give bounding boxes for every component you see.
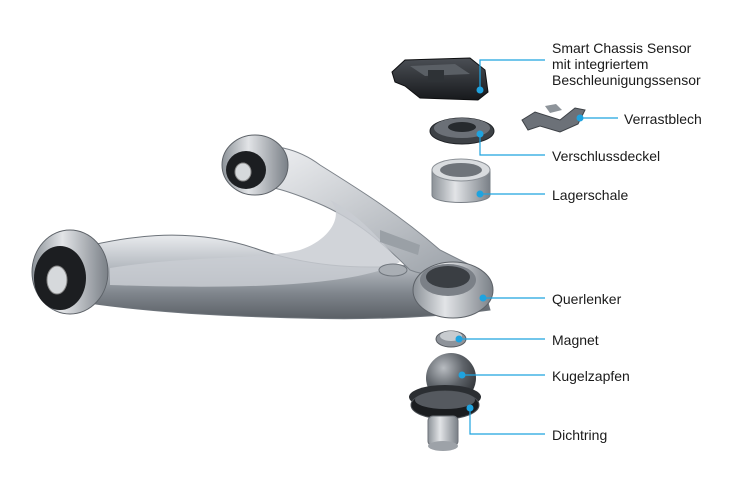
leader-dichtring (469, 408, 545, 435)
dot-dichtring (466, 404, 474, 412)
leader-verschlussdeckel (479, 134, 545, 156)
dot-verrastblech (576, 114, 584, 122)
label-sensor-line-1: Smart Chassis Sensor (552, 40, 692, 56)
sensor-illustration (391, 57, 489, 101)
leader-dots (455, 86, 584, 412)
dot-verschlussdeckel (476, 130, 484, 138)
label-sensor: Smart Chassis Sensor mit integriertem Be… (552, 40, 701, 88)
label-lagerschale: Lagerschale (552, 187, 629, 203)
leader-lines (459, 59, 618, 435)
label-kugelzapfen: Kugelzapfen (552, 368, 630, 384)
ball-joint-housing (412, 261, 494, 319)
lagerschale-illustration (431, 158, 491, 203)
label-querlenker: Querlenker (552, 291, 622, 307)
label-verschlussdeckel: Verschlussdeckel (552, 148, 661, 164)
dot-sensor (476, 86, 484, 94)
dot-magnet (455, 335, 463, 343)
dot-querlenker (479, 294, 487, 302)
dichtring-illustration (410, 390, 480, 451)
label-verrastblech: Verrastblech (624, 111, 702, 127)
control-arm-illustration (31, 134, 494, 320)
upper-bushing (221, 134, 289, 196)
leader-sensor (479, 59, 545, 90)
label-sensor-line-3: Beschleunigungssensor (552, 72, 701, 88)
verschlussdeckel-illustration (429, 117, 495, 145)
label-sensor-line-2: mit integriertem (552, 56, 649, 72)
dot-lagerschale (476, 190, 484, 198)
label-dichtring: Dichtring (552, 427, 608, 443)
label-magnet: Magnet (552, 332, 599, 348)
verrastblech-illustration (521, 104, 586, 133)
left-bushing (31, 229, 109, 315)
dot-kugelzapfen (458, 371, 466, 379)
